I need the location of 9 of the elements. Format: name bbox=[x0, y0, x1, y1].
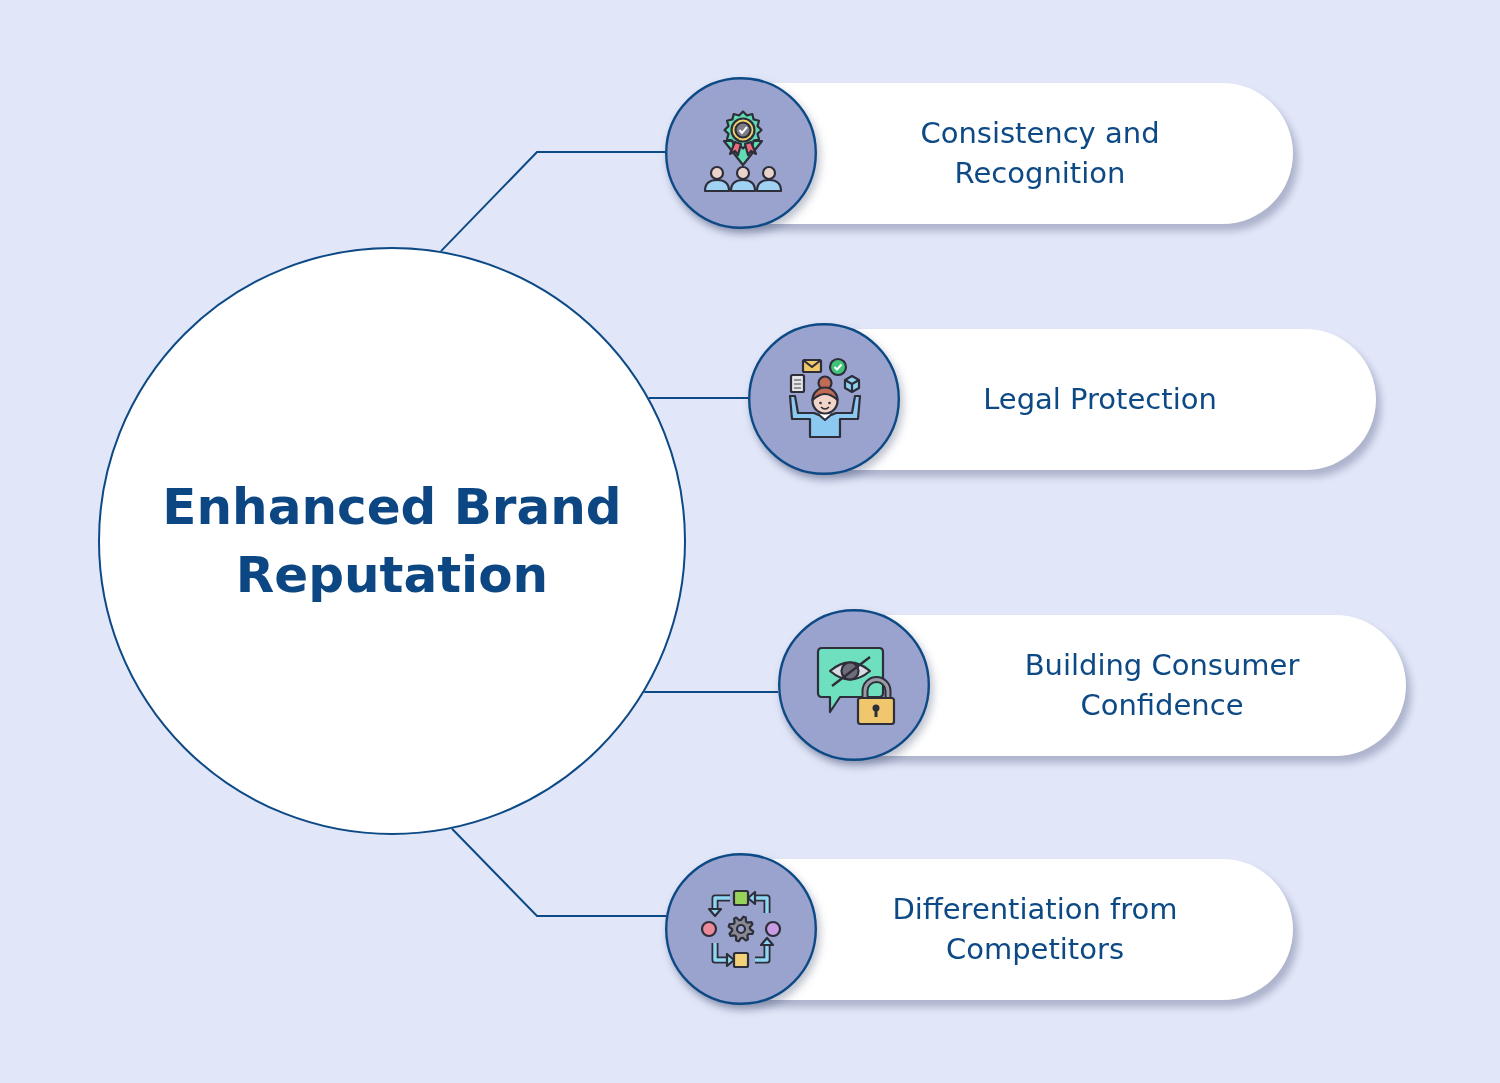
topic-label: Building Consumer Confidence bbox=[1023, 647, 1301, 724]
topic-label: Legal Protection bbox=[982, 381, 1218, 418]
connector-line bbox=[643, 691, 780, 693]
topic-label: Differentiation from Competitors bbox=[891, 891, 1179, 968]
topic-label: Consistency and Recognition bbox=[919, 115, 1161, 192]
hub-title: Enhanced Brand Reputation bbox=[161, 477, 623, 606]
connector-line bbox=[647, 397, 749, 399]
connector-line bbox=[440, 151, 666, 253]
connector-line bbox=[451, 827, 668, 917]
